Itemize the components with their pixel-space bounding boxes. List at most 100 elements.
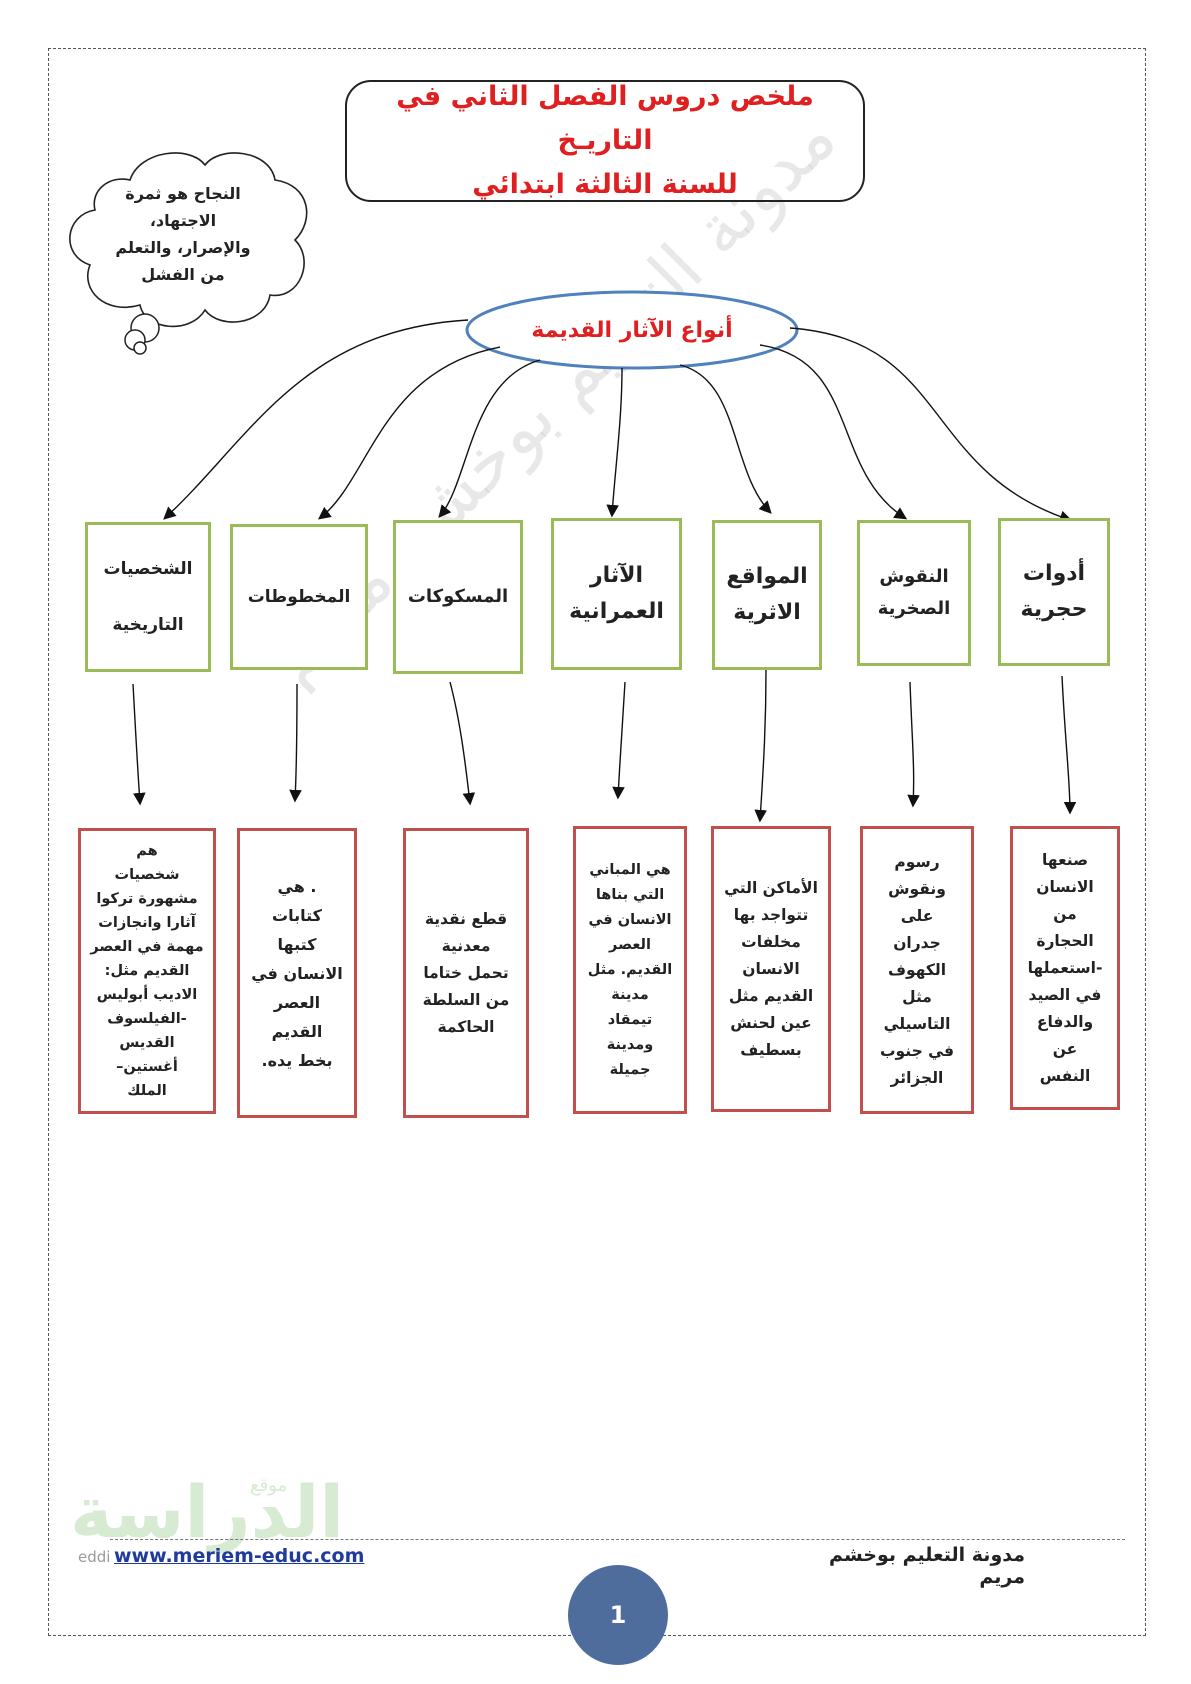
desc-line: الانسان xyxy=(1036,877,1094,896)
desc-box-urban-monuments: هي المباني التي بناها الانسان في العصر ا… xyxy=(573,826,687,1114)
desc-line: ومدينة xyxy=(606,1036,654,1053)
desc-line: كتبها xyxy=(277,934,317,954)
desc-line: القديس xyxy=(119,1035,175,1051)
arrow-to-sites xyxy=(679,364,772,514)
desc-line: عن xyxy=(1052,1039,1078,1058)
desc-line: القديم مثل xyxy=(728,986,814,1005)
desc-box-personalities: هم شخصيات مشهورة تركوا آثارا وانجازات مه… xyxy=(78,828,216,1114)
type-line: النقوش xyxy=(879,566,949,587)
cloud-line: والإصرار، والتعلم xyxy=(115,238,251,257)
cloud-line: الاجتهاد، xyxy=(149,211,217,230)
desc-box-manuscripts: . هي كتابات كتبها الانسان في العصر القدي… xyxy=(237,828,357,1118)
down-arrow-stone-tools xyxy=(1061,675,1077,815)
desc-line: شخصيات xyxy=(114,867,180,883)
type-line: المخطوطات xyxy=(247,587,351,607)
desc-line: في الصيد xyxy=(1028,985,1102,1004)
title-box: ملخص دروس الفصل الثاني في التاريـخ للسنة… xyxy=(345,80,865,202)
desc-line: التاسيلي xyxy=(883,1014,951,1033)
center-ellipse xyxy=(465,290,799,370)
site-logo: الدراسة xyxy=(70,1470,344,1554)
down-arrow-buildings xyxy=(612,681,626,800)
desc-line: الانسان في xyxy=(588,911,672,928)
desc-line: الحجارة xyxy=(1036,931,1094,950)
down-arrow-coins xyxy=(449,681,476,806)
desc-line: قطع نقدية xyxy=(424,909,508,928)
type-box-manuscripts: المخطوطات xyxy=(230,524,368,670)
arrow-to-manuscripts xyxy=(317,346,501,520)
cloud-line: النجاح هو ثمرة xyxy=(125,184,241,203)
desc-line: العصر xyxy=(609,936,651,953)
desc-line: والدفاع xyxy=(1036,1012,1094,1031)
desc-line: الجزائر xyxy=(890,1068,944,1087)
desc-line: رسوم xyxy=(894,852,940,871)
desc-line: من السلطة xyxy=(422,990,510,1009)
desc-line: الحاكمة xyxy=(437,1017,495,1036)
title-line-1: ملخص دروس الفصل الثاني في التاريـخ xyxy=(396,81,814,156)
desc-line: تتواجد بها xyxy=(733,905,809,924)
down-arrow-manuscripts xyxy=(289,683,302,803)
desc-line: جميلة xyxy=(609,1061,651,1078)
desc-line: مشهورة تركوا xyxy=(96,891,198,907)
desc-line: هي المباني xyxy=(589,861,671,878)
cloud-line: من الفشل xyxy=(141,265,225,284)
desc-line: ونقوش xyxy=(888,879,946,898)
footer-website-link[interactable]: www.meriem-educ.com xyxy=(114,1545,365,1567)
desc-line: كتابات xyxy=(272,905,322,925)
footer-blog-name: مدونة التعليم بوخشم مريم xyxy=(829,1544,1025,1588)
arrow-to-rock-carvings xyxy=(759,344,908,520)
desc-line: جدران xyxy=(893,933,941,952)
type-line: الصخرية xyxy=(877,598,951,619)
page-number: 1 xyxy=(568,1565,668,1665)
desc-line: -الفيلسوف xyxy=(107,1011,187,1027)
type-box-archaeological-sites: المواقع الاثرية xyxy=(712,520,822,670)
type-line: أدوات xyxy=(1022,561,1086,586)
desc-line: العصر xyxy=(273,992,321,1012)
type-box-personalities: الشخصيات التاريخية xyxy=(85,522,211,672)
desc-line: في جنوب xyxy=(879,1041,955,1060)
down-arrow-personalities xyxy=(132,683,146,806)
thought-cloud xyxy=(69,152,308,355)
arrow-to-stone-tools xyxy=(789,327,1073,523)
site-logo-small: موقع xyxy=(250,1475,288,1496)
desc-line: -استعملها xyxy=(1027,958,1103,977)
desc-box-stone-tools: صنعها الانسان من الحجارة -استعملها في ال… xyxy=(1010,826,1120,1110)
type-line: المسكوكات xyxy=(407,586,509,607)
desc-line: معدنية xyxy=(441,936,491,955)
desc-line: بخط يده. xyxy=(261,1050,333,1070)
desc-line: الانسان في xyxy=(251,963,343,983)
arrow-to-buildings xyxy=(606,367,623,518)
desc-line: الأماكن التي xyxy=(724,878,818,897)
desc-line: على xyxy=(900,906,934,925)
desc-line: آثارا وانجازات xyxy=(98,915,196,931)
desc-line: النفس xyxy=(1039,1066,1091,1085)
desc-line: الانسان xyxy=(742,959,800,978)
down-arrow-rock-carvings xyxy=(907,681,920,808)
desc-line: بسطيف xyxy=(740,1040,802,1059)
desc-line: الكهوف xyxy=(887,960,947,979)
desc-box-rock-carvings: رسوم ونقوش على جدران الكهوف مثل التاسيلي… xyxy=(860,826,974,1114)
desc-line: مهمة في العصر xyxy=(90,939,204,955)
desc-line: الملك xyxy=(127,1083,167,1099)
down-arrow-sites xyxy=(754,669,767,823)
desc-line: . هي xyxy=(277,876,317,896)
desc-box-archaeological-sites: الأماكن التي تتواجد بها مخلفات الانسان ا… xyxy=(711,826,831,1112)
desc-line: مخلفات xyxy=(741,932,801,951)
center-label: أنواع الآثار القديمة xyxy=(531,317,733,343)
desc-box-coins: قطع نقدية معدنية تحمل ختاما من السلطة ال… xyxy=(403,828,529,1118)
footer-divider xyxy=(110,1539,1125,1540)
type-line: العمرانية xyxy=(569,599,664,624)
desc-line: هم xyxy=(136,843,158,859)
desc-line: مثل xyxy=(902,987,932,1006)
desc-line: تحمل ختاما xyxy=(423,963,509,982)
desc-line: القديم مثل: xyxy=(104,963,190,979)
desc-line: التي بناها xyxy=(595,886,665,903)
type-box-urban-monuments: الآثار العمرانية xyxy=(551,518,682,670)
cloud-quote: النجاح هو ثمرة الاجتهاد، والإصرار، والتع… xyxy=(108,180,258,288)
type-line: حجرية xyxy=(1020,597,1088,622)
type-line: الاثرية xyxy=(733,600,801,625)
type-box-rock-carvings: النقوش الصخرية xyxy=(857,520,971,666)
arrow-to-coins xyxy=(438,359,541,518)
type-line: الشخصيات xyxy=(103,559,193,579)
desc-line: صنعها xyxy=(1041,850,1089,869)
